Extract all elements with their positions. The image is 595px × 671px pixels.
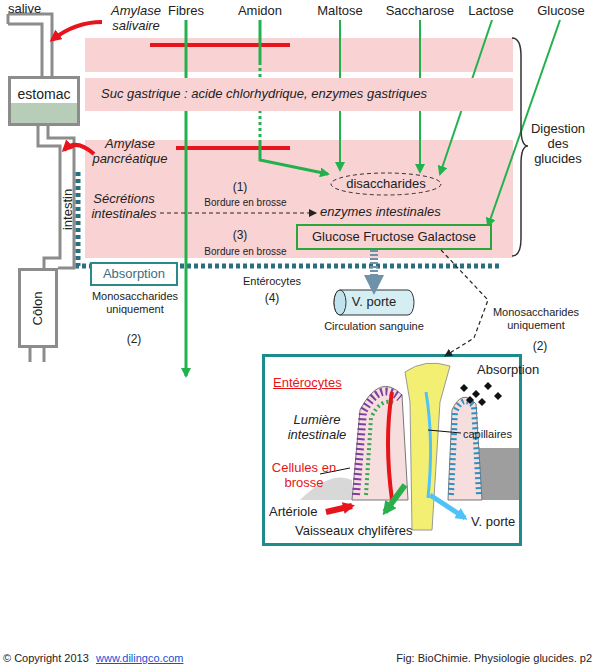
inset-label: Lumière intestinale [279,413,355,443]
figure-reference: Fig: BioChimie. Physiologie glucides. p2 [360,652,592,665]
vein-arrow [430,495,465,518]
cylinder-body [334,290,414,315]
substrate-arrow [259,20,262,62]
note-label: Monosaccharides uniquement [486,306,586,331]
enzyme-label: enzymes intestinales [320,205,460,220]
leader-line [428,430,461,433]
flow-arrow [370,250,378,289]
secretion-arrow [64,145,94,154]
organ-label: intestin [61,174,76,244]
brace [512,38,528,256]
inset-label: Artériole [269,505,339,520]
callout-number: (2) [122,333,146,347]
lymph-arrow [385,485,405,512]
cylinder-end [334,290,346,315]
inset-label: V. porte [471,515,531,530]
brush-border-line [78,172,500,266]
digestion-band: Suc gastrique : acide chlorhydrique, enz… [85,78,513,111]
enzyme-label: Amylase salivaire [100,4,172,34]
region-label: Entérocytes [232,275,312,288]
substrate-label: Maltose [312,4,368,19]
copyright-text: © Copyright 2013 [3,652,103,665]
secretion-arrow [160,213,316,214]
molecule-dots [460,382,502,406]
villus-cells [356,392,400,495]
vessel-cylinder: V. porte [333,289,415,316]
inset-label: capillaires [463,428,523,441]
organ-box: Côlon [18,268,58,348]
digestive-tube [8,14,52,76]
enzyme-bar [150,43,290,47]
node-text: Absorption [103,267,165,282]
organ-label: salive [8,2,58,17]
organ-box: estomac [8,76,80,126]
note-label: Circulation sanguine [318,320,430,333]
product-box: Glucose Fructose Galactose [296,224,492,250]
node-text: disaccharides [346,177,426,192]
node-text: V. porte [352,295,396,310]
node-text: Suc gastrique : acide chlorhydrique, enz… [101,87,427,102]
substrate-label: Fibres [163,4,209,19]
substrate-label: Saccharose [383,4,457,19]
inset-box: AbsorptionEntérocytesLumière intestinale… [262,354,522,546]
node-text: Glucose Fructose Galactose [312,230,476,245]
substrate-label: Amidon [235,4,285,19]
digestive-tube [8,24,42,76]
brace-label: Digestion des glucides [526,122,590,167]
substrate-arrow [260,140,328,174]
node-text: estomac [18,86,71,102]
region-label: Bordure en brosse [188,197,303,209]
enzyme-label: Amylase pancréatique [86,137,174,167]
dashed-ellipse: disaccharides [330,172,442,196]
capillary [426,392,431,498]
secretion-arrow [52,22,102,40]
villus [448,397,482,500]
villus-cells [451,401,479,495]
node-text: Côlon [31,291,46,325]
inset-label: Cellules en brosse [267,461,341,491]
inset-label: Entérocytes [273,376,353,391]
substrate-arrow [185,20,188,376]
substrate-label: Lactose [465,4,517,19]
capillary [388,392,392,500]
digestive-tube [38,126,60,268]
ellipse-outline [331,173,441,195]
region-label: Bordure en brosse [188,246,303,258]
inset-label: Absorption [477,363,539,378]
digestive-tube [30,348,44,362]
blood-arrow [326,506,352,512]
callout-number: (3) [228,229,252,243]
note-label: Monosaccharides uniquement [85,290,185,315]
callout-number: (4) [260,292,284,306]
digestion-band [85,38,513,72]
enzyme-bar [176,146,290,150]
villus [352,386,408,500]
dashed-connector [441,250,488,356]
inset-label: Vaisseaux chylifères [295,524,425,539]
callout-number: (1) [228,181,252,195]
callout-number: (2) [528,340,552,354]
substrate-label: Glucose [533,4,589,19]
absorption-box: Absorption [90,262,178,286]
secretion-label: Sécrétions intestinales [84,192,164,222]
url-text: www.dilingco.com [96,652,206,665]
